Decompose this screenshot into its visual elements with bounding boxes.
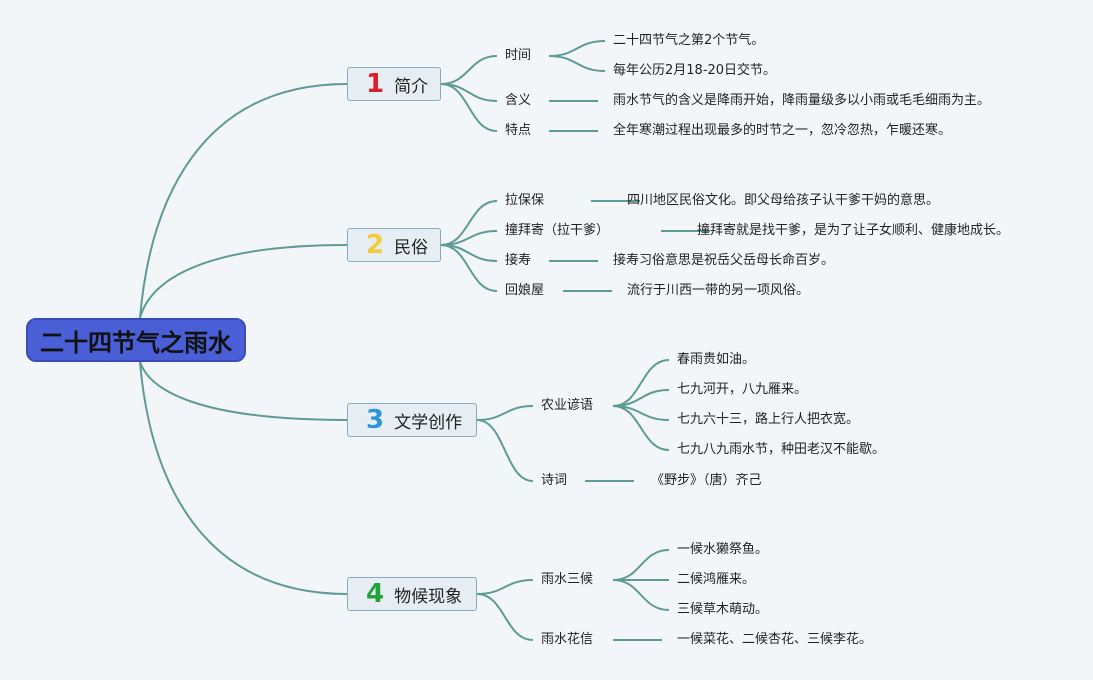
detail-text: 撞拜寄就是找干爹，是为了让子女顺利、健康地成长。 [697, 223, 1010, 238]
connector-root [139, 83, 348, 319]
topic-label: 简介 [394, 76, 429, 97]
detail-text: 七九六十三，路上行人把衣宽。 [677, 412, 860, 427]
detail-text: 春雨贵如油。 [677, 352, 756, 367]
subtopic-time[interactable]: 时间 [505, 48, 532, 63]
topic-folk-custom[interactable]: 2 民俗 [347, 228, 441, 262]
detail-text: 七九八九雨水节，种田老汉不能歇。 [677, 442, 886, 457]
topic-label: 民俗 [394, 237, 429, 258]
subtopic-jieshou[interactable]: 接寿 [505, 253, 532, 268]
topic-phenology[interactable]: 4 物候现象 [347, 577, 477, 611]
subtopic-zhuang-baiji[interactable]: 撞拜寄（拉干爹） [505, 223, 610, 238]
detail-text: 四川地区民俗文化。即父母给孩子认干爹干妈的意思。 [627, 193, 940, 208]
subtopic-la-baobao[interactable]: 拉保保 [505, 193, 545, 208]
subtopic-flower-signs[interactable]: 雨水花信 [541, 632, 594, 647]
connector [548, 55, 606, 72]
detail-text: 七九河开，八九雁来。 [677, 382, 808, 397]
topic-number-3: 3 [366, 405, 385, 435]
topic-number-1: 1 [366, 69, 385, 99]
connector [440, 55, 498, 85]
detail-text: 一候菜花、二候杏花、三候李花。 [677, 632, 873, 647]
topic-literature[interactable]: 3 文学创作 [347, 403, 477, 437]
connector [440, 83, 498, 132]
topic-number-2: 2 [366, 230, 385, 260]
subtopic-meaning[interactable]: 含义 [505, 93, 532, 108]
detail-text: 三候草木萌动。 [677, 602, 769, 617]
detail-text: 接寿习俗意思是祝岳父岳母长命百岁。 [613, 253, 835, 268]
detail-text: 全年寒潮过程出现最多的时节之一，忽冷忽热，乍暖还寒。 [613, 123, 952, 138]
subtopic-proverbs[interactable]: 农业谚语 [541, 398, 594, 413]
connector [476, 405, 534, 421]
topic-intro[interactable]: 1 简介 [347, 67, 441, 101]
root-title: 二十四节气之雨水 [40, 328, 232, 357]
connector-root [139, 244, 348, 319]
root-node[interactable]: 二十四节气之雨水 [26, 318, 246, 362]
connector [548, 40, 606, 57]
detail-text: 二十四节气之第2个节气。 [613, 33, 765, 48]
connector-root [139, 361, 348, 595]
connector [612, 405, 670, 451]
detail-text: 雨水节气的含义是降雨开始，降雨量级多以小雨或毛毛细雨为主。 [613, 93, 991, 108]
subtopic-three-signs[interactable]: 雨水三候 [541, 572, 594, 587]
topic-label: 物候现象 [394, 586, 463, 607]
detail-text: 每年公历2月18-20日交节。 [613, 63, 777, 78]
connector [476, 579, 534, 595]
topic-number-4: 4 [366, 579, 385, 609]
connector [612, 359, 670, 407]
connector-root [139, 361, 348, 421]
subtopic-hui-niangwu[interactable]: 回娘屋 [505, 283, 545, 298]
subtopic-poetry[interactable]: 诗词 [541, 473, 568, 488]
detail-text: 《野步》（唐）齐己 [651, 473, 762, 488]
connector [612, 549, 670, 581]
topic-label: 文学创作 [394, 412, 463, 433]
subtopic-feature[interactable]: 特点 [505, 123, 532, 138]
connector [612, 579, 670, 611]
connector [476, 419, 534, 482]
connector [440, 244, 498, 292]
detail-text: 流行于川西一带的另一项风俗。 [627, 283, 810, 298]
connector [476, 593, 534, 641]
detail-text: 一候水獭祭鱼。 [677, 542, 769, 557]
detail-text: 二候鸿雁来。 [677, 572, 756, 587]
